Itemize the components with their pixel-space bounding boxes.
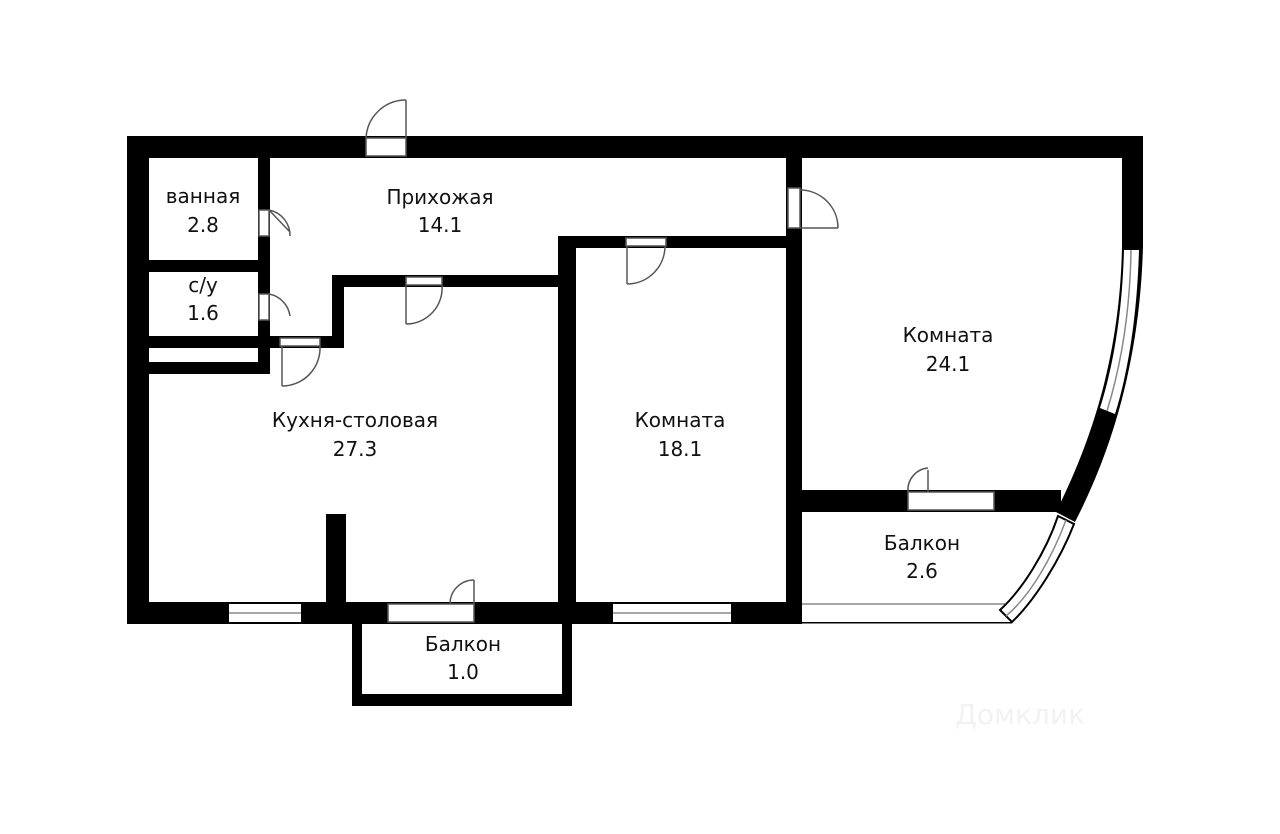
door-balcony-right <box>907 467 995 511</box>
window-roombig-curve <box>1100 249 1139 414</box>
wall-left <box>127 136 149 624</box>
room-area: 2.6 <box>906 559 938 583</box>
wall-closet-bottom <box>127 362 270 374</box>
room-balcony-bottom: Балкон 1.0 <box>425 632 501 684</box>
wall-bath-bottom <box>127 260 270 272</box>
windows <box>229 249 1139 624</box>
wall-top <box>127 136 1143 158</box>
wall-roommid-top <box>558 236 798 248</box>
wall-balcony-b-right <box>562 602 572 706</box>
room-area: 2.8 <box>187 213 219 237</box>
room-hall: Прихожая 14.1 <box>386 185 493 237</box>
room-label: Балкон <box>425 632 501 656</box>
room-balcony-right: Балкон 2.6 <box>884 531 960 583</box>
room-wc: с/у 1.6 <box>187 273 219 325</box>
window-kitchen <box>229 604 301 622</box>
room-label: Кухня-столовая <box>272 408 438 432</box>
wall-kitchen-stub <box>326 514 346 624</box>
window-balcony-right-curve <box>998 514 1076 624</box>
wall-closet-right <box>258 336 270 374</box>
room-area: 14.1 <box>418 213 463 237</box>
room-area: 18.1 <box>658 437 703 461</box>
door-bath <box>258 209 291 237</box>
room-area: 1.6 <box>187 301 219 325</box>
door-kitchen <box>405 276 443 325</box>
door-balcony-bottom <box>387 579 475 623</box>
room-kitchen: Кухня-столовая 27.3 <box>272 408 438 461</box>
room-big: Комната 24.1 <box>903 323 994 376</box>
room-label: с/у <box>188 273 218 297</box>
room-area: 24.1 <box>926 352 971 376</box>
door-roombig <box>787 187 839 229</box>
room-mid: Комната 18.1 <box>635 408 726 461</box>
room-label: Комната <box>903 323 994 347</box>
wall-kitchen-step <box>332 275 344 348</box>
door-closet <box>279 337 321 387</box>
doors <box>258 99 995 623</box>
wall-right-upper <box>1122 136 1143 246</box>
wall-balcony-b-left <box>352 602 362 706</box>
door-entrance <box>365 99 407 157</box>
room-area: 1.0 <box>447 660 479 684</box>
door-wc <box>258 293 291 321</box>
window-balcony-right-bottom <box>802 603 1012 622</box>
room-label: Балкон <box>884 531 960 555</box>
room-label: Прихожая <box>386 185 493 209</box>
door-roommid <box>625 237 667 285</box>
room-label: Комната <box>635 408 726 432</box>
wall-balcony-b-bottom <box>352 694 572 706</box>
window-roommid <box>613 604 731 622</box>
wall-kitchen-right <box>558 236 576 624</box>
watermark: Домклик <box>955 698 1085 731</box>
room-area: 27.3 <box>333 437 378 461</box>
room-bath: ванная 2.8 <box>166 184 240 237</box>
wall-kitchen-top <box>332 275 564 287</box>
room-label: ванная <box>166 184 240 208</box>
